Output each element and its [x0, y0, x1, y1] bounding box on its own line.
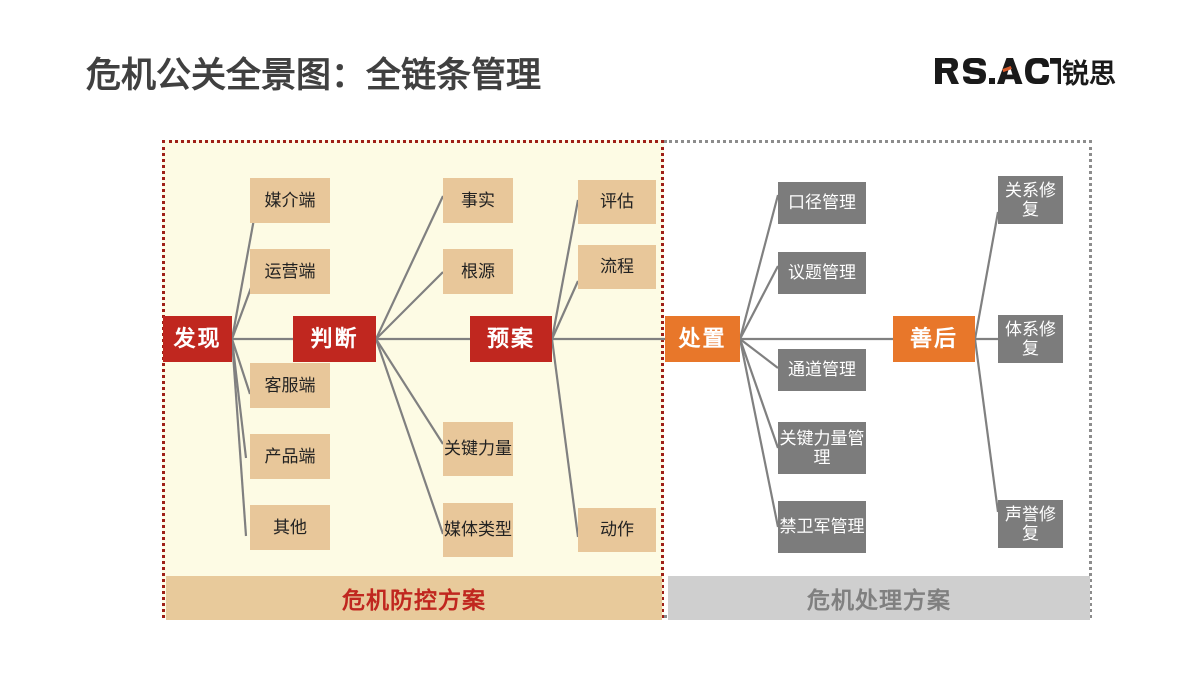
branch-node-operations[interactable]: 运营端 — [250, 249, 330, 294]
branch-node-facts[interactable]: 事实 — [443, 178, 513, 223]
branch-node-messaging-mgmt[interactable]: 口径管理 — [778, 182, 866, 224]
branch-node-media-channel[interactable]: 媒介端 — [250, 178, 330, 223]
stage-node-discover[interactable]: 发现 — [163, 316, 232, 362]
branch-node-process[interactable]: 流程 — [578, 245, 656, 289]
branch-label: 产品端 — [264, 446, 316, 466]
stage-node-handle[interactable]: 处置 — [665, 316, 740, 362]
branch-label: 口径管理 — [788, 193, 856, 213]
branch-node-action[interactable]: 动作 — [578, 508, 656, 552]
stage-label: 判断 — [310, 325, 359, 351]
branch-label: 声誉修复 — [1005, 504, 1056, 543]
stage-label: 处置 — [678, 325, 727, 351]
branch-label: 其他 — [273, 517, 307, 537]
logo-cn-text: 锐思 — [1062, 58, 1116, 89]
branch-node-issue-mgmt[interactable]: 议题管理 — [778, 252, 866, 294]
branch-node-root-cause[interactable]: 根源 — [443, 249, 513, 294]
branch-label: 媒介端 — [264, 190, 316, 210]
branch-node-assessment[interactable]: 评估 — [578, 180, 656, 224]
page-title: 危机公关全景图：全链条管理 — [86, 56, 542, 95]
stage-node-judge[interactable]: 判断 — [293, 316, 376, 362]
banner-prevention: 危机防控方案 — [166, 576, 662, 620]
banner-label: 危机防控方案 — [342, 587, 486, 613]
branch-node-reputation-repair[interactable]: 声誉修复 — [998, 500, 1063, 548]
stage-label: 发现 — [173, 325, 222, 351]
branch-label: 关键力量 — [444, 439, 512, 459]
branch-label: 动作 — [600, 520, 634, 540]
branch-label: 运营端 — [264, 261, 316, 281]
stage-label: 预案 — [486, 325, 535, 351]
branch-node-other[interactable]: 其他 — [250, 505, 330, 550]
branch-label: 流程 — [600, 257, 634, 277]
branch-node-guard-mgmt[interactable]: 禁卫军管理 — [778, 501, 866, 553]
branch-node-channel-mgmt[interactable]: 通道管理 — [778, 349, 866, 391]
branch-node-system-repair[interactable]: 体系修复 — [998, 315, 1063, 363]
branch-label: 议题管理 — [788, 263, 856, 283]
brand-logo: 锐思 — [933, 54, 1116, 89]
branch-label: 事实 — [461, 190, 495, 210]
branch-label: 根源 — [461, 261, 495, 281]
branch-node-key-force-mgmt[interactable]: 关键力量管理 — [778, 422, 866, 474]
branch-node-product[interactable]: 产品端 — [250, 434, 330, 479]
banner-label: 危机处理方案 — [807, 587, 951, 613]
branch-label: 禁卫军管理 — [779, 517, 865, 537]
branch-label: 通道管理 — [788, 360, 856, 380]
stage-node-plan[interactable]: 预案 — [470, 316, 552, 362]
stage-label: 善后 — [909, 325, 958, 351]
branch-node-relationship-repair[interactable]: 关系修复 — [998, 176, 1063, 224]
branch-label: 体系修复 — [1005, 319, 1056, 358]
branch-label: 媒体类型 — [444, 520, 512, 540]
rsact-logo-icon — [935, 58, 1061, 84]
branch-label: 评估 — [600, 192, 634, 212]
banner-response: 危机处理方案 — [668, 576, 1090, 620]
branch-label: 关键力量管理 — [779, 428, 865, 467]
branch-label: 客服端 — [264, 375, 316, 395]
branch-label: 关系修复 — [1005, 180, 1056, 219]
branch-node-customer-service[interactable]: 客服端 — [250, 363, 330, 408]
branch-node-media-type[interactable]: 媒体类型 — [443, 503, 513, 557]
branch-node-key-forces[interactable]: 关键力量 — [443, 422, 513, 476]
stage-node-aftercare[interactable]: 善后 — [893, 316, 975, 362]
